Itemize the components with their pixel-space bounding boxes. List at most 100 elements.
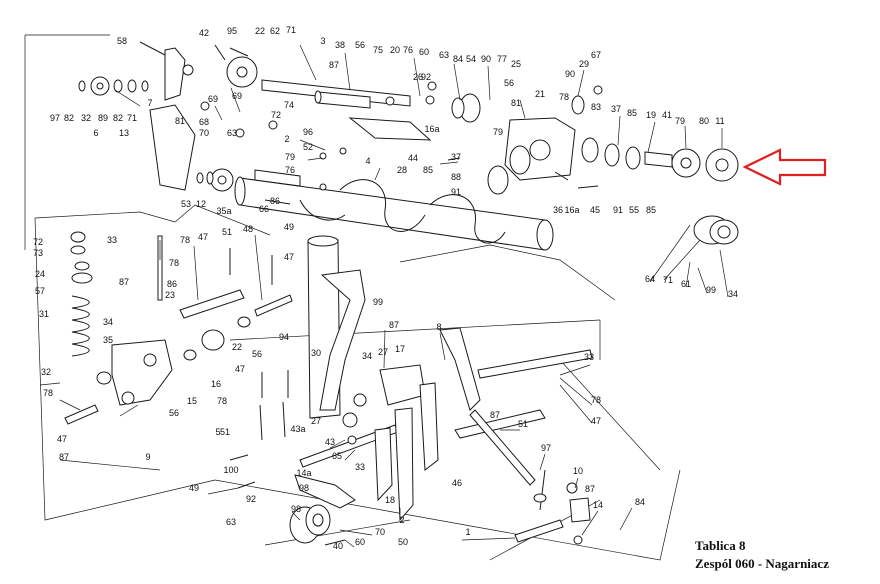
part-number-label: 28 (397, 165, 407, 175)
part-number-label: 68 (199, 117, 209, 127)
part-number-label: 94 (279, 332, 289, 342)
part-number-label: 34 (728, 289, 738, 299)
part-number-label: 88 (451, 172, 461, 182)
part-number-label: 62 (270, 26, 280, 36)
part-number-label: 47 (591, 416, 601, 426)
part-number-label: 98 (291, 504, 301, 514)
part-number-label: 92 (421, 72, 431, 82)
part-number-label: 11 (715, 116, 724, 126)
part-number-label: 74 (284, 100, 294, 110)
leader-line (719, 249, 729, 298)
part-number-label: 27 (378, 347, 388, 357)
part-number-label: 85 (627, 108, 637, 118)
part-number-label: 43 (325, 437, 335, 447)
leader-line (230, 87, 241, 113)
part-number-label: 65 (332, 451, 342, 461)
part-number-label: 33 (107, 235, 117, 245)
part-number-label: 53 (181, 199, 191, 209)
part-number-label: 2 (399, 515, 404, 525)
part-number-label: 87 (490, 410, 500, 420)
part-number-label: 13 (119, 128, 129, 138)
part-number-label: 69 (232, 91, 242, 101)
part-number-label: 16a (424, 124, 439, 134)
leader-line (291, 511, 301, 521)
leader-line (647, 121, 656, 153)
part-number-label: 50 (398, 537, 408, 547)
part-number-label: 81 (175, 116, 185, 126)
part-number-label: 80 (699, 116, 709, 126)
plate-title: Tablica 8 (695, 538, 746, 553)
part-number-label: 97 (541, 443, 551, 453)
part-number-label: 14 (593, 500, 603, 510)
part-number-label: 83 (591, 102, 601, 112)
leader-line (697, 267, 708, 294)
part-number-label: 72 (271, 110, 281, 120)
leader-line (577, 69, 585, 97)
part-number-label: 33 (584, 352, 594, 362)
part-number-label: 56 (252, 349, 262, 359)
part-number-label: 87 (585, 484, 595, 494)
part-number-label: 47 (198, 232, 208, 242)
part-number-label: 63 (439, 50, 449, 60)
part-number-label: 71 (286, 25, 296, 35)
part-number-label: 56 (355, 40, 365, 50)
part-number-label: 27 (311, 416, 321, 426)
part-number-label: 70 (375, 527, 385, 537)
leader-line (581, 510, 599, 536)
part-number-label: 47 (284, 252, 294, 262)
part-number-label: 72 (33, 237, 43, 247)
part-number-label: 87 (59, 452, 69, 462)
part-number-label: 4 (365, 156, 370, 166)
part-number-label: 46 (452, 478, 462, 488)
part-number-label: 78 (591, 395, 601, 405)
part-number-label: 86 (167, 279, 177, 289)
part-number-label: 78 (169, 258, 179, 268)
part-number-label: 98 (299, 483, 309, 493)
leader-line (39, 382, 61, 386)
part-number-label: 19 (646, 110, 656, 120)
part-number-label: 35a (216, 206, 231, 216)
part-number-label: 25 (511, 59, 521, 69)
leader-line (453, 63, 461, 101)
part-number-label: 79 (493, 127, 503, 137)
part-number-label: 76 (285, 165, 295, 175)
part-number-label: 9 (145, 452, 150, 462)
part-number-label: 75 (373, 45, 383, 55)
center-bottom-assembly (229, 327, 593, 546)
part-number-label: 14a (296, 468, 311, 478)
leader-line (344, 52, 351, 91)
part-number-label: 32 (81, 113, 91, 123)
part-number-label: 32 (41, 367, 51, 377)
part-number-label: 15 (187, 396, 197, 406)
part-number-label: 47 (57, 434, 67, 444)
part-number-label: 51 (222, 227, 232, 237)
leader-line (487, 65, 491, 101)
leader-line (119, 404, 139, 417)
part-number-label: 22 (255, 26, 265, 36)
part-number-label: 76 (403, 45, 413, 55)
part-number-label: 30 (311, 348, 321, 358)
part-number-label: 61 (681, 279, 691, 289)
part-number-label: 84 (635, 497, 645, 507)
assembly-title: Zespól 060 - Nagarniacz (695, 556, 829, 571)
part-number-label: 51 (220, 427, 230, 437)
leader-line (299, 44, 317, 81)
part-number-label: 86 (270, 196, 280, 206)
leader-line (307, 157, 323, 161)
leader-line (439, 161, 459, 165)
part-number-label: 12 (196, 199, 206, 209)
part-number-label: 3 (320, 36, 325, 46)
part-number-label: 99 (706, 285, 716, 295)
part-number-label: 92 (246, 494, 256, 504)
leader-line (649, 224, 691, 283)
part-number-label: 78 (43, 388, 53, 398)
part-number-label: 5 (215, 427, 220, 437)
part-number-label: 34 (103, 317, 113, 327)
leader-line (559, 384, 593, 424)
part-number-label: 2 (284, 134, 289, 144)
part-number-label: 48 (243, 224, 253, 234)
part-number-label: 58 (117, 36, 127, 46)
upper-shaft-assembly (78, 41, 739, 251)
part-number-label: 78 (180, 235, 190, 245)
